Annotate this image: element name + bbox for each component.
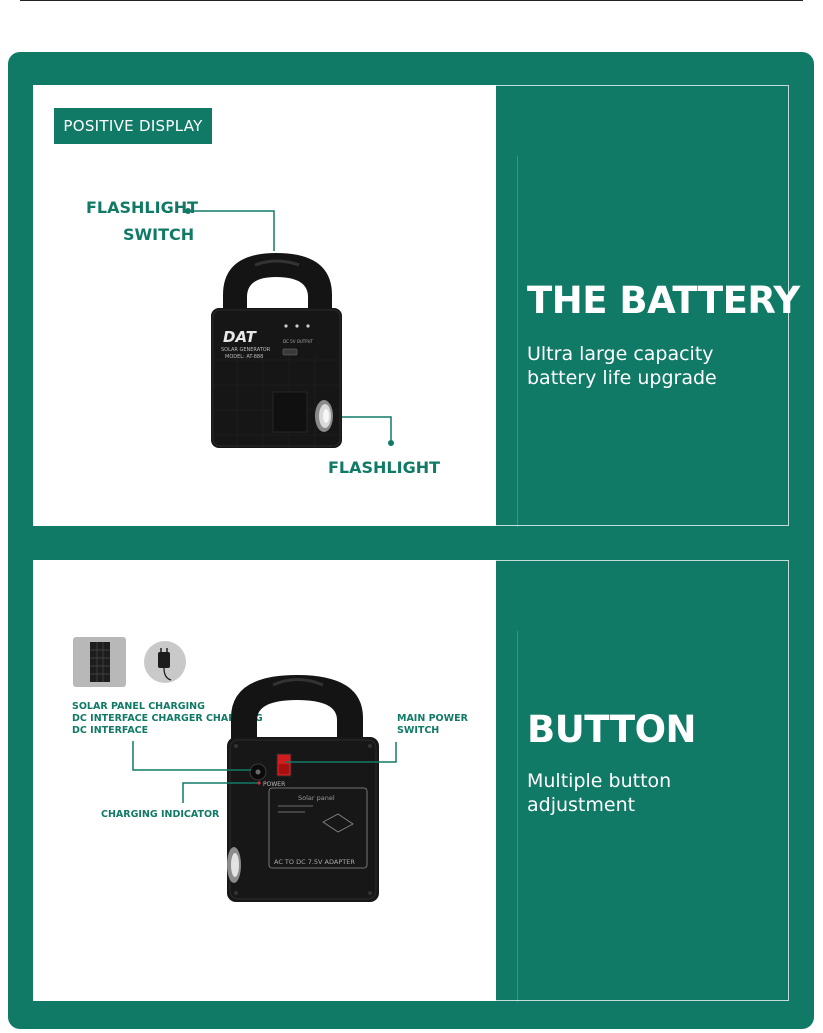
battery-subtitle-line2: battery life upgrade: [527, 367, 717, 389]
button-title: BUTTON: [527, 708, 697, 751]
flashlight-label: FLASHLIGHT: [328, 458, 441, 477]
flashlight-switch-label-line1: FLASHLIGHT: [86, 198, 199, 217]
device-power-text: POWER: [263, 781, 285, 788]
charging-methods-line1: SOLAR PANEL CHARGING: [72, 701, 205, 712]
flashlight-switch-label-line2: SWITCH: [123, 225, 195, 244]
battery-product-image-area: POSITIVE DISPLAY FLASHLIGHT SWITCH FLASH…: [33, 85, 496, 526]
decorative-vertical-line: [517, 631, 518, 1002]
battery-callout-lines: [185, 208, 394, 446]
charging-methods-line3: DC INTERFACE: [72, 725, 149, 736]
battery-section: POSITIVE DISPLAY FLASHLIGHT SWITCH FLASH…: [33, 85, 800, 527]
decorative-vertical-line: [517, 156, 518, 527]
main-power-switch-line2: SWITCH: [397, 725, 440, 736]
top-divider: [20, 0, 803, 1]
main-power-switch-label: MAIN POWER SWITCH: [397, 713, 487, 737]
battery-subtitle: Ultra large capacity battery life upgrad…: [527, 342, 777, 390]
device-model-line2: MODEL: AT-888: [225, 354, 263, 360]
charging-indicator-label: CHARGING INDICATOR: [101, 809, 220, 820]
battery-subtitle-line1: Ultra large capacity: [527, 343, 714, 365]
button-subtitle-line1: Multiple button: [527, 770, 672, 792]
battery-text-area: THE BATTERY Ultra large capacity battery…: [496, 85, 800, 527]
battery-title: THE BATTERY: [527, 279, 800, 322]
solar-panel-icon: [73, 637, 126, 687]
device-panel-text: DC 5V OUTPUT: [283, 339, 314, 344]
button-subtitle: Multiple button adjustment: [527, 769, 777, 817]
main-power-switch-line1: MAIN POWER: [397, 713, 468, 724]
dc-adapter-icon: [144, 641, 186, 683]
button-callout-lines: [132, 741, 397, 803]
solar-generator-back-image: POWER Solar panel AC TO DC 7.5V ADAPTER: [227, 675, 379, 902]
device-model-line1: SOLAR GENERATOR: [221, 347, 271, 353]
positive-display-tag: POSITIVE DISPLAY: [54, 108, 212, 144]
button-subtitle-line2: adjustment: [527, 794, 636, 816]
charging-methods-line2: DC INTERFACE CHARGER CHARGING: [72, 713, 263, 724]
button-section: SOLAR PANEL CHARGING DC INTERFACE CHARGE…: [33, 560, 789, 1002]
device-adapter-text: AC TO DC 7.5V ADAPTER: [274, 858, 355, 866]
device-solar-text: Solar panel: [298, 794, 335, 802]
device-brand-text: DAT: [223, 328, 258, 346]
solar-generator-front-image: DAT SOLAR GENERATOR MODEL: AT-888 DC 5V …: [211, 253, 342, 448]
button-text-area: BUTTON Multiple button adjustment: [496, 560, 789, 1002]
charging-methods-label: SOLAR PANEL CHARGING DC INTERFACE CHARGE…: [72, 701, 292, 737]
button-product-image-area: SOLAR PANEL CHARGING DC INTERFACE CHARGE…: [33, 560, 496, 1001]
